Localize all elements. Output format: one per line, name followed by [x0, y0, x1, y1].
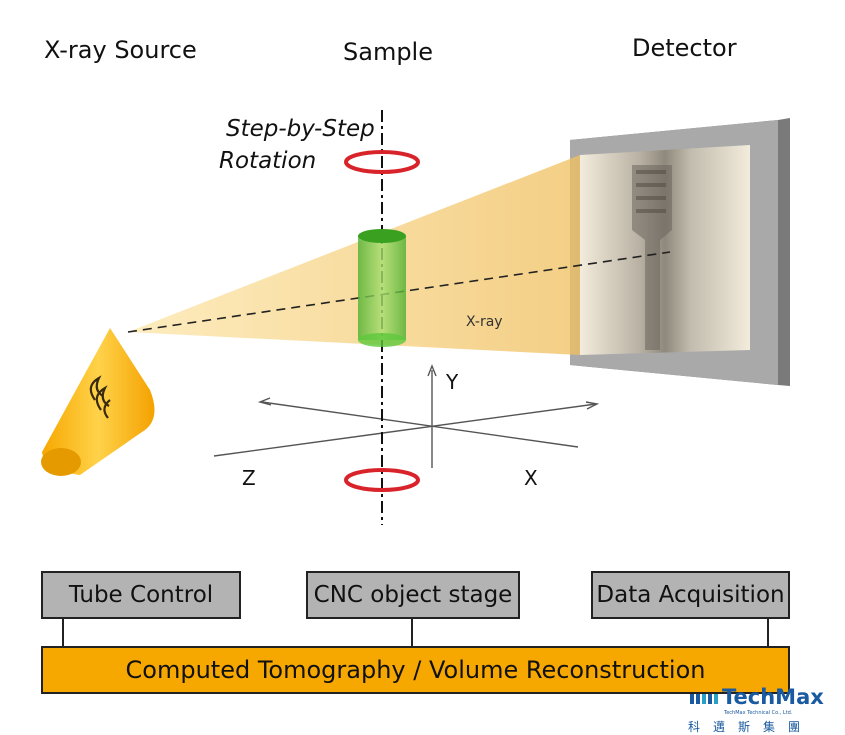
rotation-arrow-bottom	[344, 468, 420, 492]
axis-z-label: Z	[242, 466, 256, 490]
rotation-arrow-top	[344, 150, 420, 174]
logo-cjk: 科邁斯集團	[688, 720, 814, 734]
beam-label: X-ray	[466, 314, 503, 330]
projection-threads	[636, 170, 666, 213]
tube-control-box: Tube Control	[41, 571, 241, 619]
detector-screen	[580, 145, 750, 355]
coordinate-axes	[213, 364, 600, 468]
xray-tube	[41, 328, 155, 476]
data-acquisition-box: Data Acquisition	[591, 571, 790, 619]
logo-subtitle: TechMax Technical Co., Ltd.	[724, 710, 793, 716]
axis-x-label: X	[524, 466, 538, 490]
tube-logo-icon	[89, 375, 111, 419]
xray-beam	[128, 155, 580, 355]
techmax-logo-icon	[690, 686, 718, 704]
logo-name: TechMax	[722, 685, 824, 709]
reconstruction-bar: Computed Tomography / Volume Reconstruct…	[41, 646, 790, 694]
axis-y-label: Y	[446, 370, 459, 394]
sample-cylinder	[358, 229, 406, 347]
module-connectors	[62, 618, 769, 646]
detector-heading: Detector	[632, 34, 737, 62]
rotation-label-line1: Step-by-Step	[226, 116, 375, 142]
cnc-stage-box: CNC object stage	[306, 571, 520, 619]
rotation-label-line2: Rotation	[219, 148, 317, 174]
sample-heading: Sample	[343, 38, 433, 66]
source-heading: X-ray Source	[44, 36, 197, 64]
detector	[570, 118, 790, 386]
